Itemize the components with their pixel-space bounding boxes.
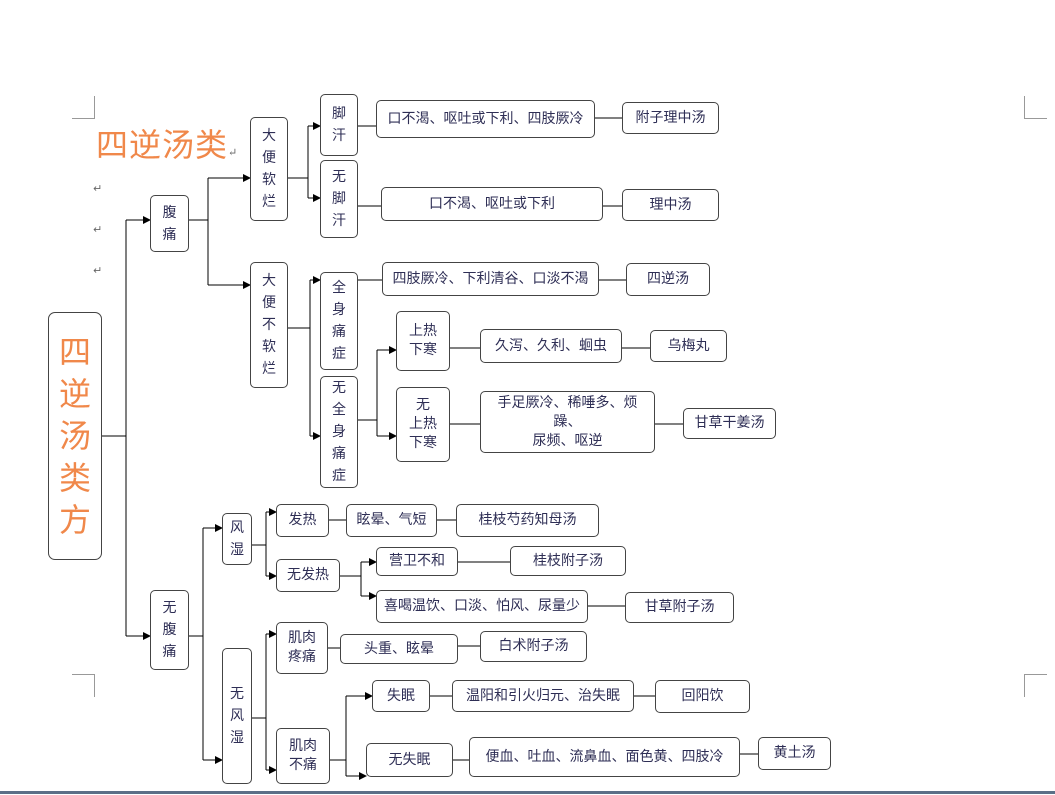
page-heading: 四逆汤类↵	[96, 120, 238, 166]
node-label: 无发热	[287, 567, 329, 583]
formula-box: 桂枝芍药知母汤	[456, 504, 599, 537]
symptom-text: 营卫不和	[389, 553, 445, 569]
symptom-text: 四肢厥冷、下利清谷、口淡不渴	[392, 270, 589, 287]
symptom-box: 口不渴、呕吐或下利	[381, 187, 603, 221]
symptom-box: 温阳和引火归元、治失眠	[452, 680, 634, 712]
node-label: 风 湿	[230, 520, 244, 558]
symptom-text: 口不渴、呕吐或下利、四肢厥冷	[387, 110, 584, 127]
node-insomnia: 失眠	[372, 680, 430, 712]
node-upper-heat-lower-cold: 上热 下寒	[396, 311, 450, 371]
node-label: 无 风 湿	[230, 686, 244, 746]
heading-text: 四逆汤类	[96, 126, 229, 164]
node-wind-damp: 风 湿	[222, 513, 252, 565]
formula-box: 回阳饮	[655, 680, 750, 713]
node-label: 无 上热 下寒	[409, 397, 437, 451]
node-label: 腹 痛	[162, 204, 177, 243]
formula-text: 附子理中汤	[635, 109, 706, 126]
node-label: 失眠	[387, 687, 415, 704]
node-no-foot-sweat: 无 脚 汗	[320, 160, 358, 238]
node-whole-body-pain: 全 身 痛 症	[320, 272, 358, 370]
node-label: 无 腹 痛	[162, 600, 177, 660]
formula-text: 四逆汤	[647, 271, 689, 287]
node-foot-sweat: 脚 汗	[320, 94, 358, 156]
symptom-box: 头重、眩晕	[340, 634, 458, 664]
node-no-fever: 无发热	[276, 559, 340, 592]
formula-text: 桂枝附子汤	[533, 552, 603, 569]
formula-box: 白术附子汤	[480, 631, 587, 662]
node-no-whole-body-pain: 无 全 身 痛 症	[320, 376, 358, 488]
crop-mark-bottom-right	[1024, 674, 1047, 697]
node-no-insomnia: 无失眠	[366, 743, 453, 777]
return-mark: ↵	[228, 146, 239, 159]
node-label: 无 全 身 痛 症	[332, 380, 346, 484]
symptom-text: 温阳和引火归元、治失眠	[466, 687, 620, 704]
formula-text: 理中汤	[649, 196, 692, 213]
node-fever: 发热	[276, 504, 329, 537]
node-no-abdominal-pain: 无 腹 痛	[150, 590, 189, 670]
symptom-box: 久泻、久利、蛔虫	[480, 329, 622, 363]
formula-text: 回阳饮	[681, 688, 724, 704]
formula-box: 理中汤	[622, 189, 719, 221]
formula-text: 白术附子汤	[498, 638, 569, 654]
bottom-border	[0, 791, 1055, 794]
paragraph-mark: ↵	[93, 264, 103, 277]
formula-box: 桂枝附子汤	[510, 546, 626, 576]
root-node: 四 逆 汤 类 方	[48, 312, 102, 560]
symptom-text: 喜喝温饮、口淡、怕风、尿量少	[384, 598, 580, 614]
paragraph-mark: ↵	[93, 223, 103, 236]
formula-box: 四逆汤	[626, 263, 710, 296]
node-no-wind-damp: 无 风 湿	[222, 648, 252, 784]
node-label: 大 便 不 软 烂	[262, 273, 276, 377]
symptom-box: 眩晕、气短	[346, 504, 437, 537]
node-label: 肌肉 疼痛	[288, 630, 316, 665]
formula-text: 桂枝芍药知母汤	[478, 512, 577, 528]
formula-text: 甘草干姜汤	[694, 415, 765, 431]
node-label: 全 身 痛 症	[332, 280, 346, 362]
crop-mark-top-right	[1024, 96, 1047, 119]
node-soft-stool: 大 便 软 烂	[250, 117, 288, 221]
formula-text: 甘草附子汤	[644, 599, 715, 615]
paragraph-mark: ↵	[93, 182, 103, 195]
node-label: 发热	[288, 512, 317, 528]
symptom-box: 营卫不和	[376, 547, 458, 576]
formula-box: 乌梅丸	[650, 330, 727, 362]
symptom-box: 手足厥冷、稀唾多、烦躁、 尿频、呕逆	[480, 391, 655, 453]
node-no-upper-heat-lower-cold: 无 上热 下寒	[396, 387, 450, 462]
symptom-text: 眩晕、气短	[356, 512, 427, 528]
crop-mark-bottom-left	[72, 674, 95, 697]
symptom-text: 头重、眩晕	[364, 640, 434, 657]
crop-mark-top-left	[72, 96, 95, 119]
node-label: 肌肉 不痛	[289, 738, 317, 773]
node-not-soft-stool: 大 便 不 软 烂	[250, 262, 288, 388]
node-label: 无失眠	[388, 751, 431, 768]
node-abdominal-pain: 腹 痛	[150, 195, 189, 252]
node-label: 大 便 软 烂	[262, 128, 276, 210]
symptom-box: 四肢厥冷、下利清谷、口淡不渴	[382, 262, 599, 296]
symptom-box: 口不渴、呕吐或下利、四肢厥冷	[376, 100, 595, 138]
symptom-box: 便血、吐血、流鼻血、面色黄、四肢冷	[469, 737, 740, 777]
node-label: 无 脚 汗	[332, 169, 346, 229]
node-muscle-no-pain: 肌肉 不痛	[276, 728, 330, 784]
node-label: 上热 下寒	[409, 323, 437, 358]
formula-text: 黄土汤	[773, 745, 816, 761]
symptom-box: 喜喝温饮、口淡、怕风、尿量少	[376, 590, 588, 623]
root-node-label: 四 逆 汤 类 方	[58, 333, 91, 539]
node-label: 脚 汗	[332, 106, 346, 144]
formula-text: 乌梅丸	[667, 337, 710, 354]
formula-box: 甘草附子汤	[625, 592, 734, 623]
formula-box: 甘草干姜汤	[683, 408, 776, 439]
symptom-text: 口不渴、呕吐或下利	[429, 195, 555, 212]
symptom-text: 久泻、久利、蛔虫	[495, 337, 607, 354]
symptom-text: 便血、吐血、流鼻血、面色黄、四肢冷	[485, 748, 724, 765]
formula-box: 黄土汤	[758, 737, 831, 770]
node-muscle-pain: 肌肉 疼痛	[276, 622, 328, 674]
formula-box: 附子理中汤	[622, 102, 719, 134]
symptom-text: 手足厥冷、稀唾多、烦躁、 尿频、呕逆	[497, 394, 638, 449]
